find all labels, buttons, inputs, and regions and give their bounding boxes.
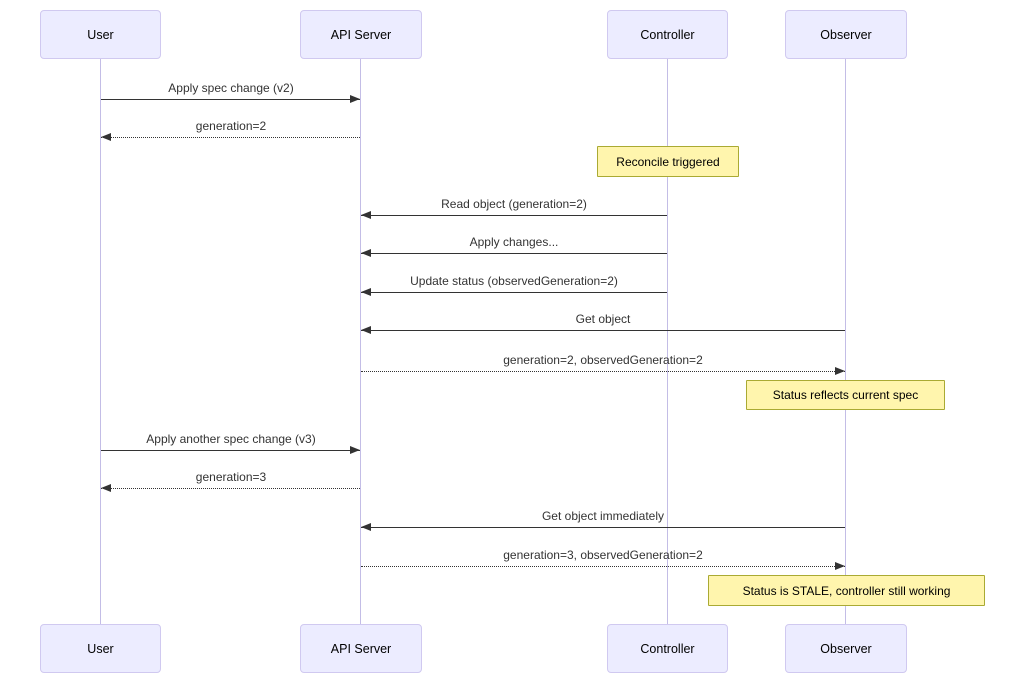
arrowhead-left-icon <box>361 249 371 257</box>
note-label: Reconcile triggered <box>616 154 720 169</box>
message-line <box>101 99 360 100</box>
actor-label: API Server <box>330 641 392 656</box>
actor-controller-bottom: Controller <box>607 624 728 673</box>
arrowhead-left-icon <box>361 523 371 531</box>
lifeline-user <box>100 59 101 624</box>
message-line <box>361 330 845 331</box>
actor-api-server-top: API Server <box>300 10 422 59</box>
message-line <box>361 371 845 372</box>
lifeline-api-server <box>360 59 361 624</box>
actor-label: Observer <box>820 641 872 656</box>
message-label: generation=3 <box>195 470 267 484</box>
actor-label: Controller <box>640 641 695 656</box>
note-status-stale: Status is STALE, controller still workin… <box>708 575 985 606</box>
actor-label: Observer <box>820 27 872 42</box>
note-label: Status is STALE, controller still workin… <box>742 583 951 598</box>
actor-label: User <box>87 641 114 656</box>
message-label: Get object immediately <box>541 509 665 523</box>
message-line <box>361 215 667 216</box>
actor-user-bottom: User <box>40 624 161 673</box>
message-line <box>361 253 667 254</box>
message-label: Apply changes... <box>469 235 559 249</box>
message-label: Apply another spec change (v3) <box>146 432 316 446</box>
lifeline-controller <box>667 59 668 624</box>
actor-api-server-bottom: API Server <box>300 624 422 673</box>
arrowhead-right-icon <box>835 367 845 375</box>
message-label: Read object (generation=2) <box>441 197 587 211</box>
actor-label: API Server <box>330 27 392 42</box>
actor-observer-bottom: Observer <box>785 624 907 673</box>
message-label: generation=2, observedGeneration=2 <box>503 353 703 367</box>
actor-controller-top: Controller <box>607 10 728 59</box>
message-label: Update status (observedGeneration=2) <box>410 274 618 288</box>
arrowhead-right-icon <box>350 95 360 103</box>
actor-label: User <box>87 27 114 42</box>
message-line <box>361 292 667 293</box>
arrowhead-right-icon <box>835 562 845 570</box>
message-label: Get object <box>575 312 631 326</box>
message-line <box>361 566 845 567</box>
note-label: Status reflects current spec <box>772 388 919 402</box>
message-line <box>361 527 845 528</box>
arrowhead-left-icon <box>101 133 111 141</box>
message-label: Apply spec change (v2) <box>168 81 294 95</box>
arrowhead-left-icon <box>361 326 371 334</box>
arrowhead-right-icon <box>350 446 360 454</box>
arrowhead-left-icon <box>361 211 371 219</box>
message-label: generation=3, observedGeneration=2 <box>503 548 703 562</box>
message-line <box>101 450 360 451</box>
arrowhead-left-icon <box>101 484 111 492</box>
actor-label: Controller <box>640 27 695 42</box>
message-label: generation=2 <box>195 119 267 133</box>
note-status-reflects: Status reflects current spec <box>746 380 945 410</box>
note-reconcile-triggered: Reconcile triggered <box>597 146 739 177</box>
actor-user-top: User <box>40 10 161 59</box>
message-line <box>101 488 360 489</box>
arrowhead-left-icon <box>361 288 371 296</box>
actor-observer-top: Observer <box>785 10 907 59</box>
message-line <box>101 137 360 138</box>
lifeline-observer <box>845 59 846 624</box>
